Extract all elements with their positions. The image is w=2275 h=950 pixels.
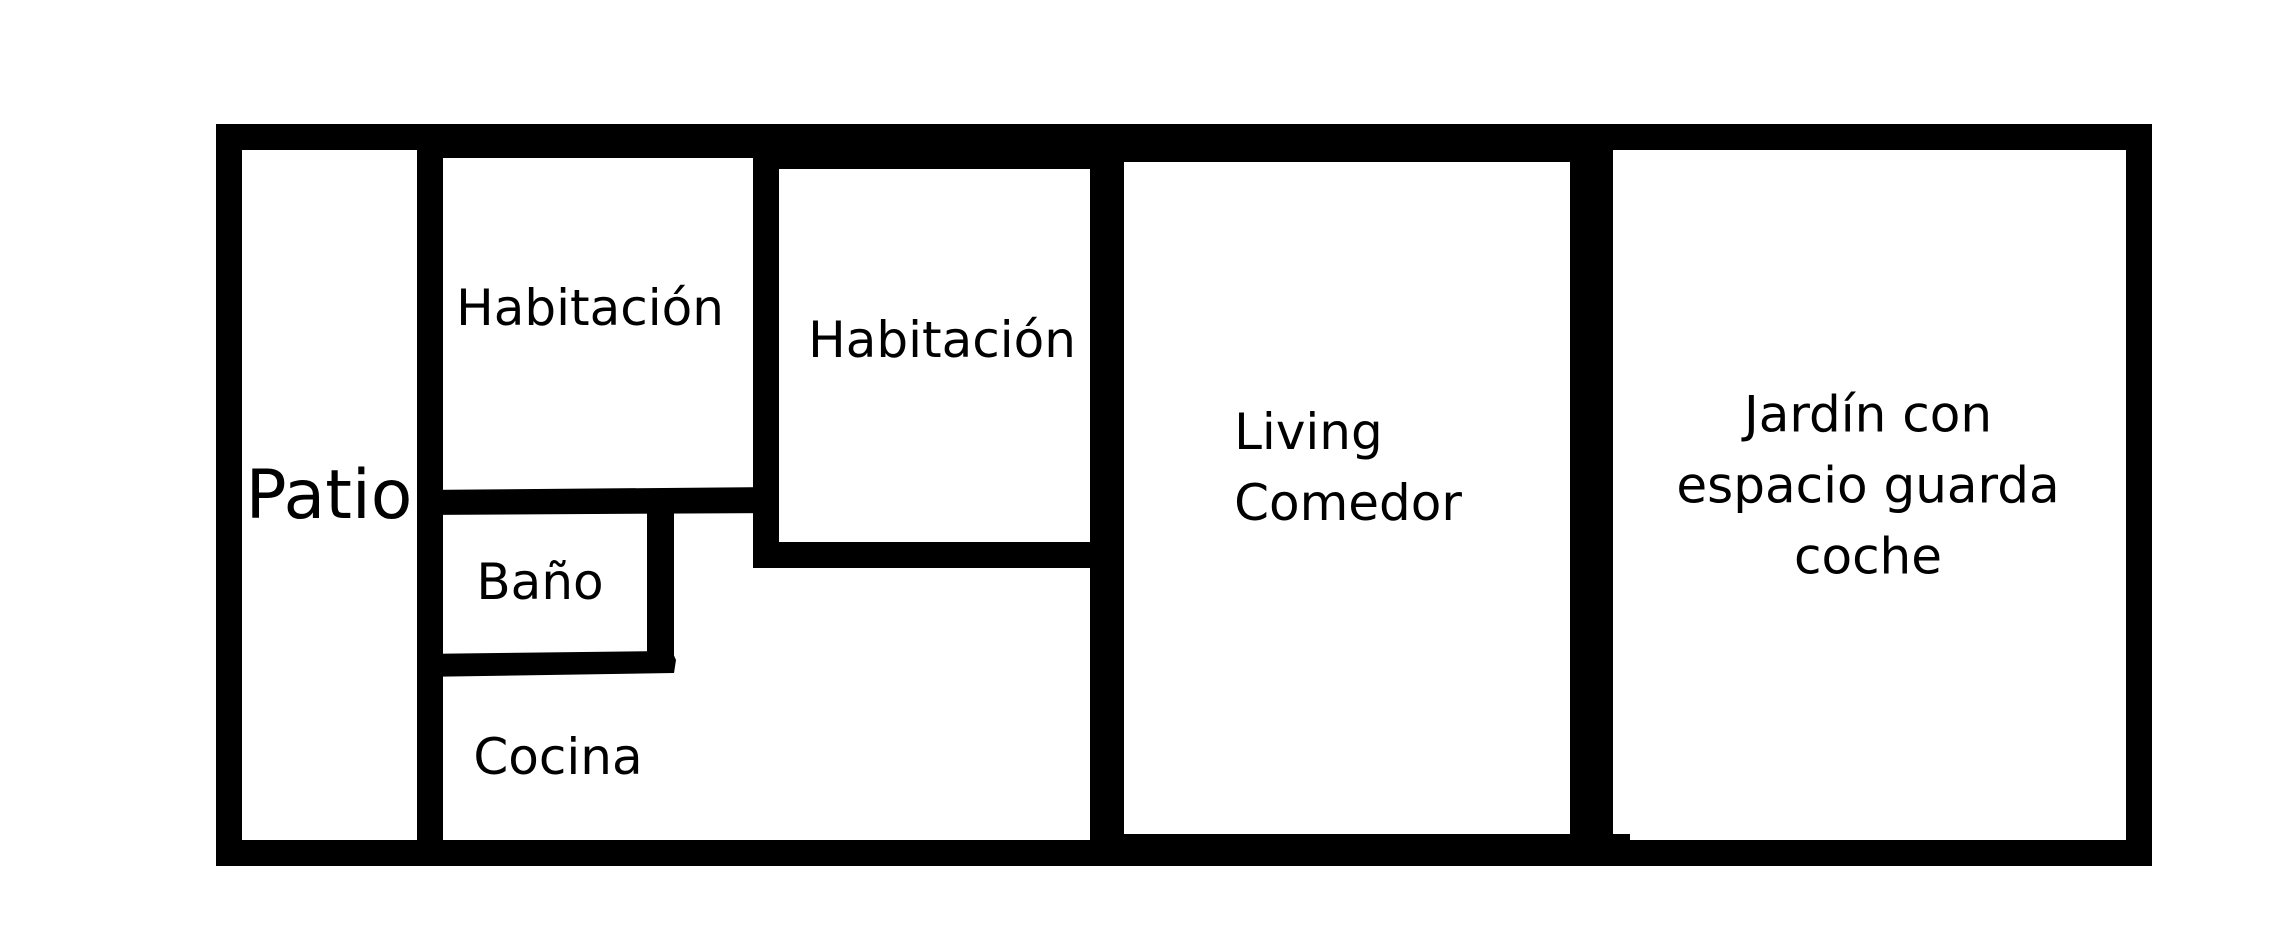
wall-right xyxy=(2126,124,2152,866)
room-label-patio: Patio xyxy=(245,456,413,535)
walls xyxy=(216,124,2152,866)
wall-bathroom-right xyxy=(647,500,674,670)
room-label-bedroom-2: Habitación xyxy=(808,311,1076,369)
wall-bedroom1-bottom xyxy=(417,487,779,515)
wall-living-bottom xyxy=(1090,834,1630,866)
wall-left xyxy=(216,124,242,866)
room-label-bathroom: Baño xyxy=(476,553,604,611)
living-label-line-1: Living xyxy=(1234,403,1383,461)
garden-label-line-2: espacio guarda xyxy=(1676,456,2060,515)
wall-garden-left xyxy=(1570,124,1613,866)
room-label-kitchen: Cocina xyxy=(473,728,643,786)
room-label-garden: Jardín con espacio guarda coche xyxy=(1676,380,2059,593)
wall-bathroom-bottom xyxy=(417,651,676,677)
room-label-living: Living Comedor xyxy=(1234,397,1462,539)
garden-label-line-3: coche xyxy=(1793,527,1943,586)
wall-living-top xyxy=(1090,124,1590,162)
wall-living-left xyxy=(1090,124,1124,866)
living-label-line-2: Comedor xyxy=(1234,474,1462,532)
garden-label-line-1: Jardín con xyxy=(1743,385,1993,444)
room-label-bedroom-1: Habitación xyxy=(456,279,724,337)
wall-bedroom2-top xyxy=(753,124,1098,169)
wall-bedroom2-bottom xyxy=(753,542,1098,568)
